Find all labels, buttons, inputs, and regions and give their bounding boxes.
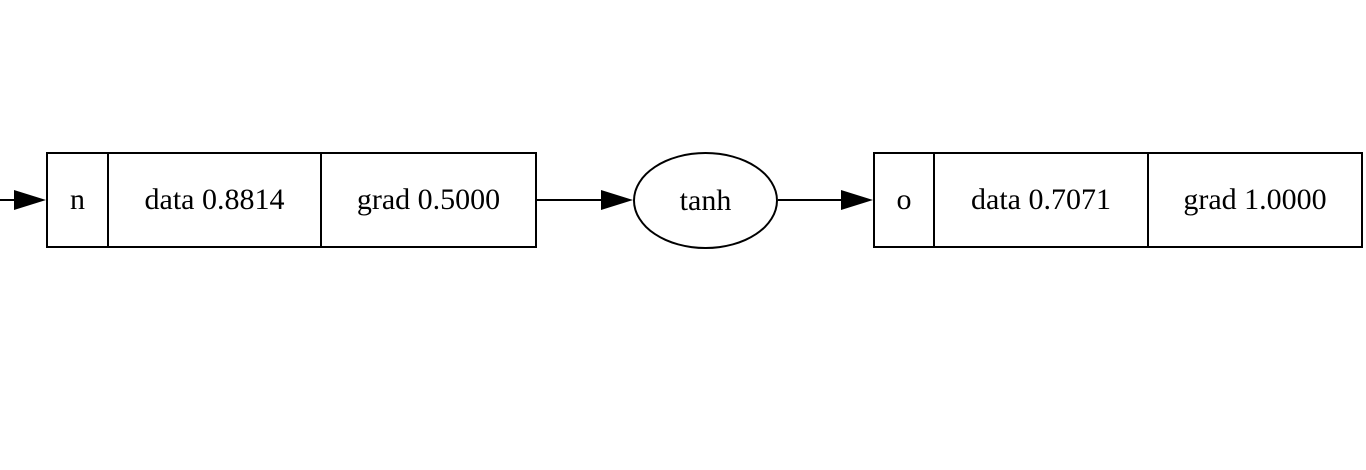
arrowhead-icon [841,190,873,210]
node-n-name-label: n [70,183,85,216]
value-node-n: n data 0.8814 grad 0.5000 [46,152,537,248]
arrowhead-icon [601,190,633,210]
node-n-grad-value: grad 0.5000 [320,154,535,246]
edge-n-to-tanh [537,190,633,210]
value-node-o: o data 0.7071 grad 1.0000 [873,152,1363,248]
edge-tanh-to-o [778,190,873,210]
arrowhead-icon [14,190,46,210]
node-o-data-value: data 0.7071 [933,154,1147,246]
edge-input-to-n [0,190,46,210]
node-o-grad-value: grad 1.0000 [1147,154,1361,246]
op-node-tanh: tanh [633,152,778,249]
node-n-data-value: data 0.8814 [107,154,320,246]
node-o-name-label: o [896,183,912,216]
op-node-tanh-label: tanh [679,183,732,217]
